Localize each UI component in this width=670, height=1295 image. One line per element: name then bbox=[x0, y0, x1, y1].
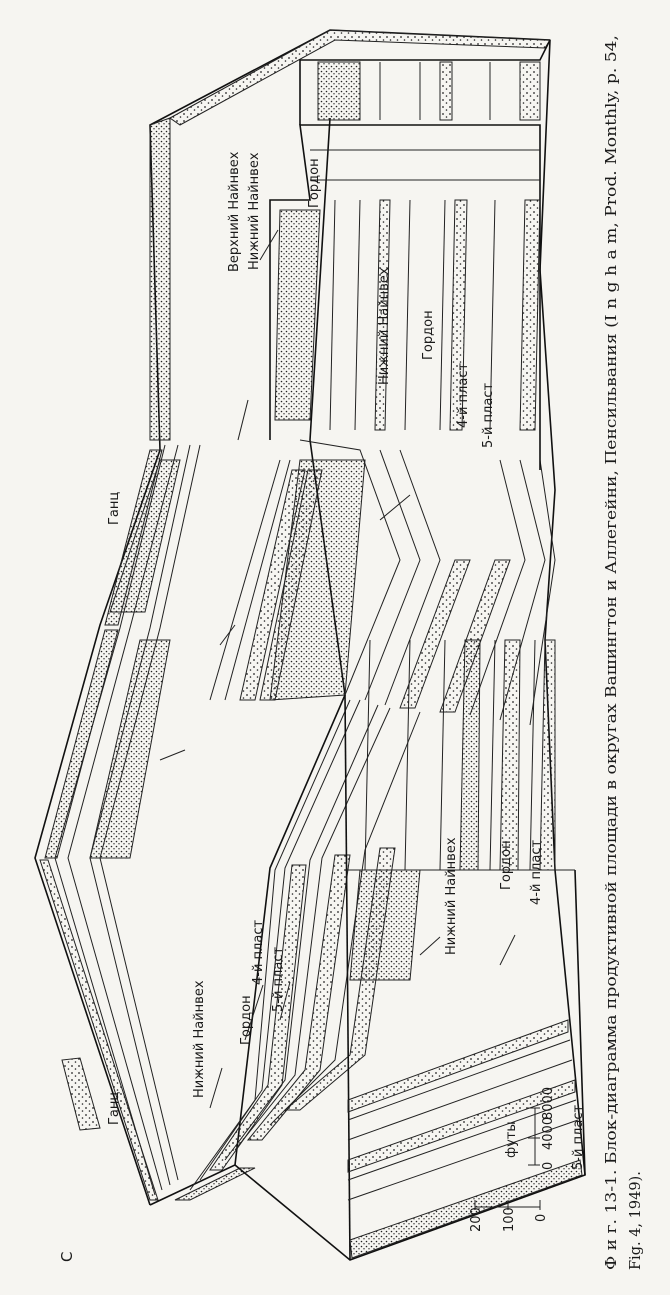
horizontal-scale: футы 0 4000 8000 bbox=[504, 1087, 556, 1170]
gordon-label-3: Гордон bbox=[307, 158, 322, 208]
mid-sand-base bbox=[174, 1167, 256, 1201]
gantts-label-1: Ганц bbox=[107, 1092, 122, 1125]
zig-sand-2 bbox=[439, 559, 511, 713]
vscale-tick-100: 100 bbox=[502, 1207, 517, 1232]
front-block bbox=[234, 39, 586, 1261]
right-layer5-sand bbox=[539, 639, 556, 871]
labels: С Ганц Ганц Нижний Найнвех Гордон 4-й пл… bbox=[58, 151, 586, 1262]
gordon-label-1: Гордон bbox=[239, 995, 254, 1045]
front-sand-base bbox=[349, 1159, 583, 1259]
layer4-label-2: 4-й пласт bbox=[529, 840, 544, 905]
gordon-label-4: Гордон bbox=[421, 310, 436, 360]
rear-top-surface bbox=[169, 29, 551, 126]
corner-sand-1 bbox=[317, 61, 361, 121]
pinchout-arrows bbox=[159, 229, 516, 1109]
zig-sand-1 bbox=[399, 559, 471, 709]
gantts-rear-sand bbox=[61, 1057, 101, 1131]
layer5-label-1: 5-й пласт bbox=[271, 947, 286, 1012]
gantts-sand-right bbox=[269, 459, 366, 701]
rear-sand-top bbox=[149, 117, 171, 441]
front-layer4-sand bbox=[347, 1019, 569, 1113]
upper-layer5-sand bbox=[519, 199, 541, 431]
lower-nineveh-label-3: Нижний Найнвех bbox=[247, 152, 262, 270]
caption-line-1: Ф и г. 13-1. Блок-диаграмма продуктивной… bbox=[604, 35, 620, 1270]
layer5-label-3: 5-й пласт bbox=[481, 383, 496, 448]
gordon-sand-mid bbox=[209, 864, 307, 1171]
vscale-tick-0: 0 bbox=[534, 1214, 549, 1222]
figure-caption: Ф и г. 13-1. Блок-диаграмма продуктивной… bbox=[604, 35, 644, 1270]
gantts-sand-mid bbox=[89, 639, 171, 859]
north-label: С bbox=[58, 1252, 76, 1262]
mid-sand-a bbox=[239, 469, 306, 701]
vertical-scale: 200 100 0 bbox=[469, 1200, 549, 1232]
gantts-label-2: Ганц bbox=[107, 492, 122, 525]
hscale-tick-8000: 8000 bbox=[541, 1087, 556, 1120]
right-layer4-sand bbox=[499, 639, 521, 871]
vscale-tick-200: 200 bbox=[469, 1207, 484, 1232]
gantts-sand-upper bbox=[109, 459, 181, 613]
rear-sand-upper-2 bbox=[104, 449, 163, 626]
lower-nineveh-label-2: Нижний Найнвех bbox=[444, 837, 459, 955]
lower-nineveh-label-4: Нижний Найнвех bbox=[377, 267, 392, 385]
caption-line-2: Fig. 4, 1949). bbox=[628, 1171, 644, 1270]
layer5-label-2: 5-й пласт bbox=[571, 1105, 586, 1170]
mid-sand-b bbox=[259, 469, 323, 701]
layer4-sand-mid bbox=[246, 854, 351, 1141]
lower-nineveh-label-1: Нижний Найнвех bbox=[192, 980, 207, 1098]
rear-sand-upper bbox=[44, 629, 119, 859]
corner-sand-3 bbox=[519, 61, 541, 121]
hscale-tick-0: 0 bbox=[541, 1162, 556, 1170]
hscale-tick-4000: 4000 bbox=[541, 1117, 556, 1150]
rear-sand-edge bbox=[39, 859, 159, 1201]
upper-gordon-sand bbox=[374, 199, 391, 431]
corner-sand-2 bbox=[439, 61, 453, 121]
layer4-label-3: 4-й пласт bbox=[456, 363, 471, 428]
hscale-unit: футы bbox=[504, 1121, 519, 1158]
upper-nineveh-sand bbox=[274, 209, 321, 421]
gordon-label-2: Гордон bbox=[499, 840, 514, 890]
front-nineveh-sand bbox=[349, 869, 421, 981]
upper-nineveh-label: Верхний Найнвех bbox=[227, 151, 242, 272]
front-layer5-sand bbox=[347, 1079, 576, 1173]
layer4-label-1: 4-й пласт bbox=[251, 920, 266, 985]
rear-block bbox=[34, 29, 551, 1206]
upper-layer4-sand bbox=[449, 199, 468, 431]
